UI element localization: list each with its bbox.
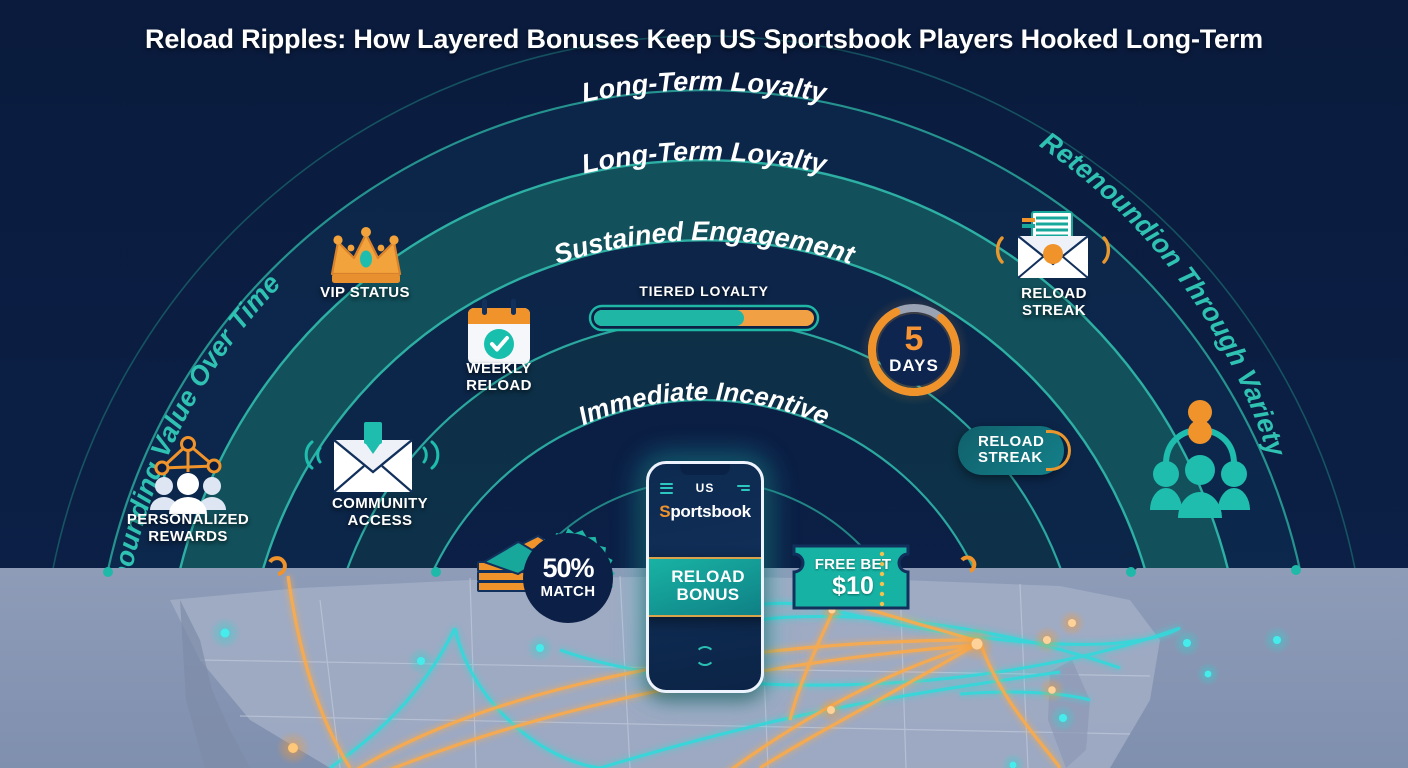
reload-streak-pill-line2: STREAK <box>978 448 1043 466</box>
free-bet-amount: $10 <box>832 571 874 600</box>
reload-bonus-line2: BONUS <box>676 585 740 605</box>
people-network-icon <box>150 436 226 514</box>
streak-days-number: 5 <box>904 319 924 358</box>
brand-rest: portsbook <box>670 502 751 521</box>
node-reload-streak-mail[interactable]: RELOAD STREAK <box>996 285 1112 320</box>
phone-region-label: US <box>695 481 715 495</box>
node-label-personalized-rewards: PERSONALIZED REWARDS <box>126 511 250 545</box>
reload-streak-pill[interactable]: RELOAD STREAK <box>958 426 1072 475</box>
streak-days-meter[interactable]: 5 DAYS <box>865 301 963 399</box>
envelope-document-icon <box>995 211 1111 279</box>
crown-icon <box>330 227 402 283</box>
free-bet-ticket[interactable]: FREE BET $10 <box>792 546 914 608</box>
page-title: Reload Ripples: How Layered Bonuses Keep… <box>145 24 1263 54</box>
free-bet-ticket-shape <box>792 544 910 610</box>
streak-ring <box>859 295 969 405</box>
tiered-loyalty-bar <box>588 304 820 332</box>
map-nodes <box>209 598 1291 768</box>
node-label-vip-status: VIP STATUS <box>320 284 410 301</box>
home-indicator-icon <box>695 646 715 666</box>
tiered-loyalty-label-wrap: TIERED LOYALTY <box>584 283 824 300</box>
node-label-community-access: COMMUNITY ACCESS <box>331 495 429 529</box>
reload-bonus-button[interactable]: RELOAD BONUS <box>649 557 761 617</box>
streak-days-unit: DAYS <box>889 356 939 376</box>
match-badge[interactable]: 50% MATCH <box>525 535 611 621</box>
hamburger-menu-icon[interactable] <box>660 482 673 494</box>
node-weekly-reload[interactable]: WEEKLY RELOAD <box>443 360 555 395</box>
community-group-icon <box>1150 400 1250 518</box>
envelope-signal-icon <box>304 422 440 493</box>
node-community-access[interactable]: COMMUNITY ACCESS <box>305 495 455 530</box>
free-bet-title: FREE BET <box>814 555 892 573</box>
phone-nav: US <box>649 481 761 495</box>
match-percent: 50% <box>542 553 594 584</box>
filter-lines-icon[interactable] <box>736 484 750 492</box>
tiered-loyalty-label: TIERED LOYALTY <box>639 283 769 299</box>
phone-notch <box>680 464 730 475</box>
calendar-check-icon <box>468 299 530 364</box>
node-label-reload-streak-mail: RELOAD STREAK <box>1021 285 1087 319</box>
reload-streak-pill-line1: RELOAD <box>978 433 1045 450</box>
brand-initial: S <box>659 502 671 521</box>
sportsbook-logo: Sportsbook <box>649 502 761 522</box>
phone-mockup[interactable]: US Sportsbook RELOAD BONUS <box>646 461 764 693</box>
match-label: MATCH <box>540 582 596 600</box>
node-label-weekly-reload: WEEKLY RELOAD <box>466 360 532 394</box>
node-vip-status[interactable]: VIP STATUS <box>298 284 432 302</box>
reload-bonus-line1: RELOAD <box>671 567 745 586</box>
node-personalized-rewards[interactable]: PERSONALIZED REWARDS <box>118 511 258 546</box>
